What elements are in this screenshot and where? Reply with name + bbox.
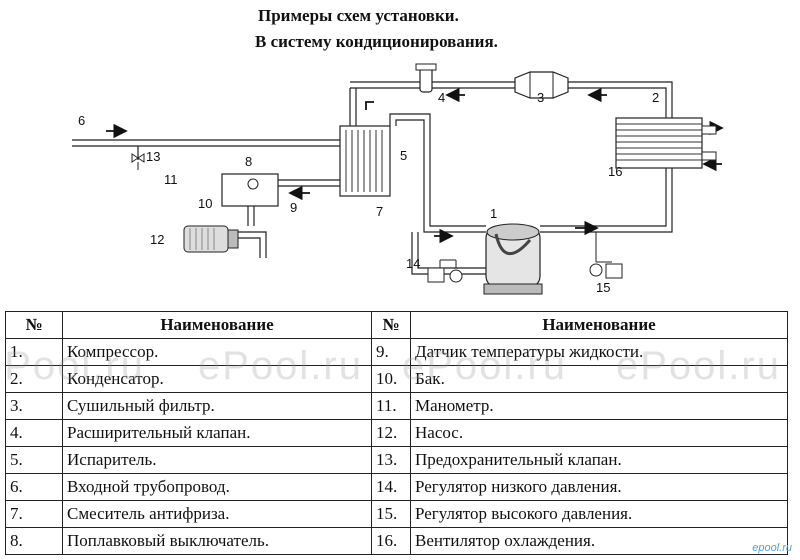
label-9: 9 [290, 200, 297, 215]
row-number: 14. [371, 473, 411, 501]
label-5: 5 [400, 148, 407, 163]
label-15: 15 [596, 280, 610, 295]
label-1: 1 [490, 206, 497, 221]
tank [221, 173, 279, 207]
row-name: Компрессор. [62, 338, 372, 366]
table-row: 4. Расширительный клапан. 12. Насос. [5, 419, 788, 447]
row-number: 12. [371, 419, 411, 447]
row-name: Вентилятор охлаждения. [410, 527, 788, 555]
compressor [483, 223, 543, 295]
legend-header-row: № Наименование № Наименование [5, 311, 788, 339]
row-name: Конденсатор. [62, 365, 372, 393]
label-14: 14 [406, 256, 420, 271]
row-name: Манометр. [410, 392, 788, 420]
row-number: 7. [5, 500, 63, 528]
row-number: 4. [5, 419, 63, 447]
high-pressure-regulator [589, 232, 623, 279]
diagram-subtitle: В систему кондиционирования. [255, 32, 498, 51]
label-8: 8 [245, 154, 252, 169]
row-number: 1. [5, 338, 63, 366]
table-row: 5. Испаритель. 13. Предохранительный кла… [5, 446, 788, 474]
table-row: 2. Конденсатор. 10. Бак. [5, 365, 788, 393]
header-name-right: Наименование [410, 311, 788, 339]
row-number: 2. [5, 365, 63, 393]
header-num-left: № [5, 311, 63, 339]
row-number: 15. [371, 500, 411, 528]
refrigeration-schematic: 1 2 3 4 5 6 7 8 9 10 11 12 13 14 15 16 [72, 63, 724, 295]
label-16: 16 [608, 164, 622, 179]
row-number: 5. [5, 446, 63, 474]
expansion-valve [415, 63, 437, 93]
row-number: 13. [371, 446, 411, 474]
row-number: 9. [371, 338, 411, 366]
table-row: 8. Поплавковый выключатель. 16. Вентилят… [5, 527, 788, 555]
label-7: 7 [376, 204, 383, 219]
label-2: 2 [652, 90, 659, 105]
label-3: 3 [537, 90, 544, 105]
row-name: Поплавковый выключатель. [62, 527, 372, 555]
label-11: 11 [164, 172, 178, 187]
diagram-title: Примеры схем установки. [258, 6, 459, 25]
filter-drier [514, 71, 569, 99]
row-name: Регулятор низкого давления. [410, 473, 788, 501]
row-name: Расширительный клапан. [62, 419, 372, 447]
row-name: Регулятор высокого давления. [410, 500, 788, 528]
row-name: Входной трубопровод. [62, 473, 372, 501]
header-name-left: Наименование [62, 311, 372, 339]
row-number: 3. [5, 392, 63, 420]
header-num-right: № [371, 311, 411, 339]
legend-table: № Наименование № Наименование 1. Компрес… [5, 311, 788, 555]
pump [183, 225, 239, 253]
label-6: 6 [78, 113, 85, 128]
row-number: 11. [371, 392, 411, 420]
row-name: Предохранительный клапан. [410, 446, 788, 474]
site-logo: epool.ru [752, 542, 792, 554]
label-10: 10 [198, 196, 212, 211]
row-number: 6. [5, 473, 63, 501]
row-number: 16. [371, 527, 411, 555]
table-row: 1. Компрессор. 9. Датчик температуры жид… [5, 338, 788, 366]
row-number: 8. [5, 527, 63, 555]
label-13: 13 [146, 149, 160, 164]
row-name: Смеситель антифриза. [62, 500, 372, 528]
label-12: 12 [150, 232, 164, 247]
table-row: 6. Входной трубопровод. 14. Регулятор ни… [5, 473, 788, 501]
row-name: Сушильный фильтр. [62, 392, 372, 420]
label-4: 4 [438, 90, 445, 105]
condenser-coil [615, 117, 717, 169]
table-row: 3. Сушильный фильтр. 11. Манометр. [5, 392, 788, 420]
row-name: Бак. [410, 365, 788, 393]
row-name: Датчик температуры жидкости. [410, 338, 788, 366]
table-row: 7. Смеситель антифриза. 15. Регулятор вы… [5, 500, 788, 528]
low-pressure-regulator [427, 259, 463, 283]
evaporator [339, 125, 391, 197]
safety-valve [131, 153, 145, 170]
row-name: Испаритель. [62, 446, 372, 474]
row-number: 10. [371, 365, 411, 393]
row-name: Насос. [410, 419, 788, 447]
